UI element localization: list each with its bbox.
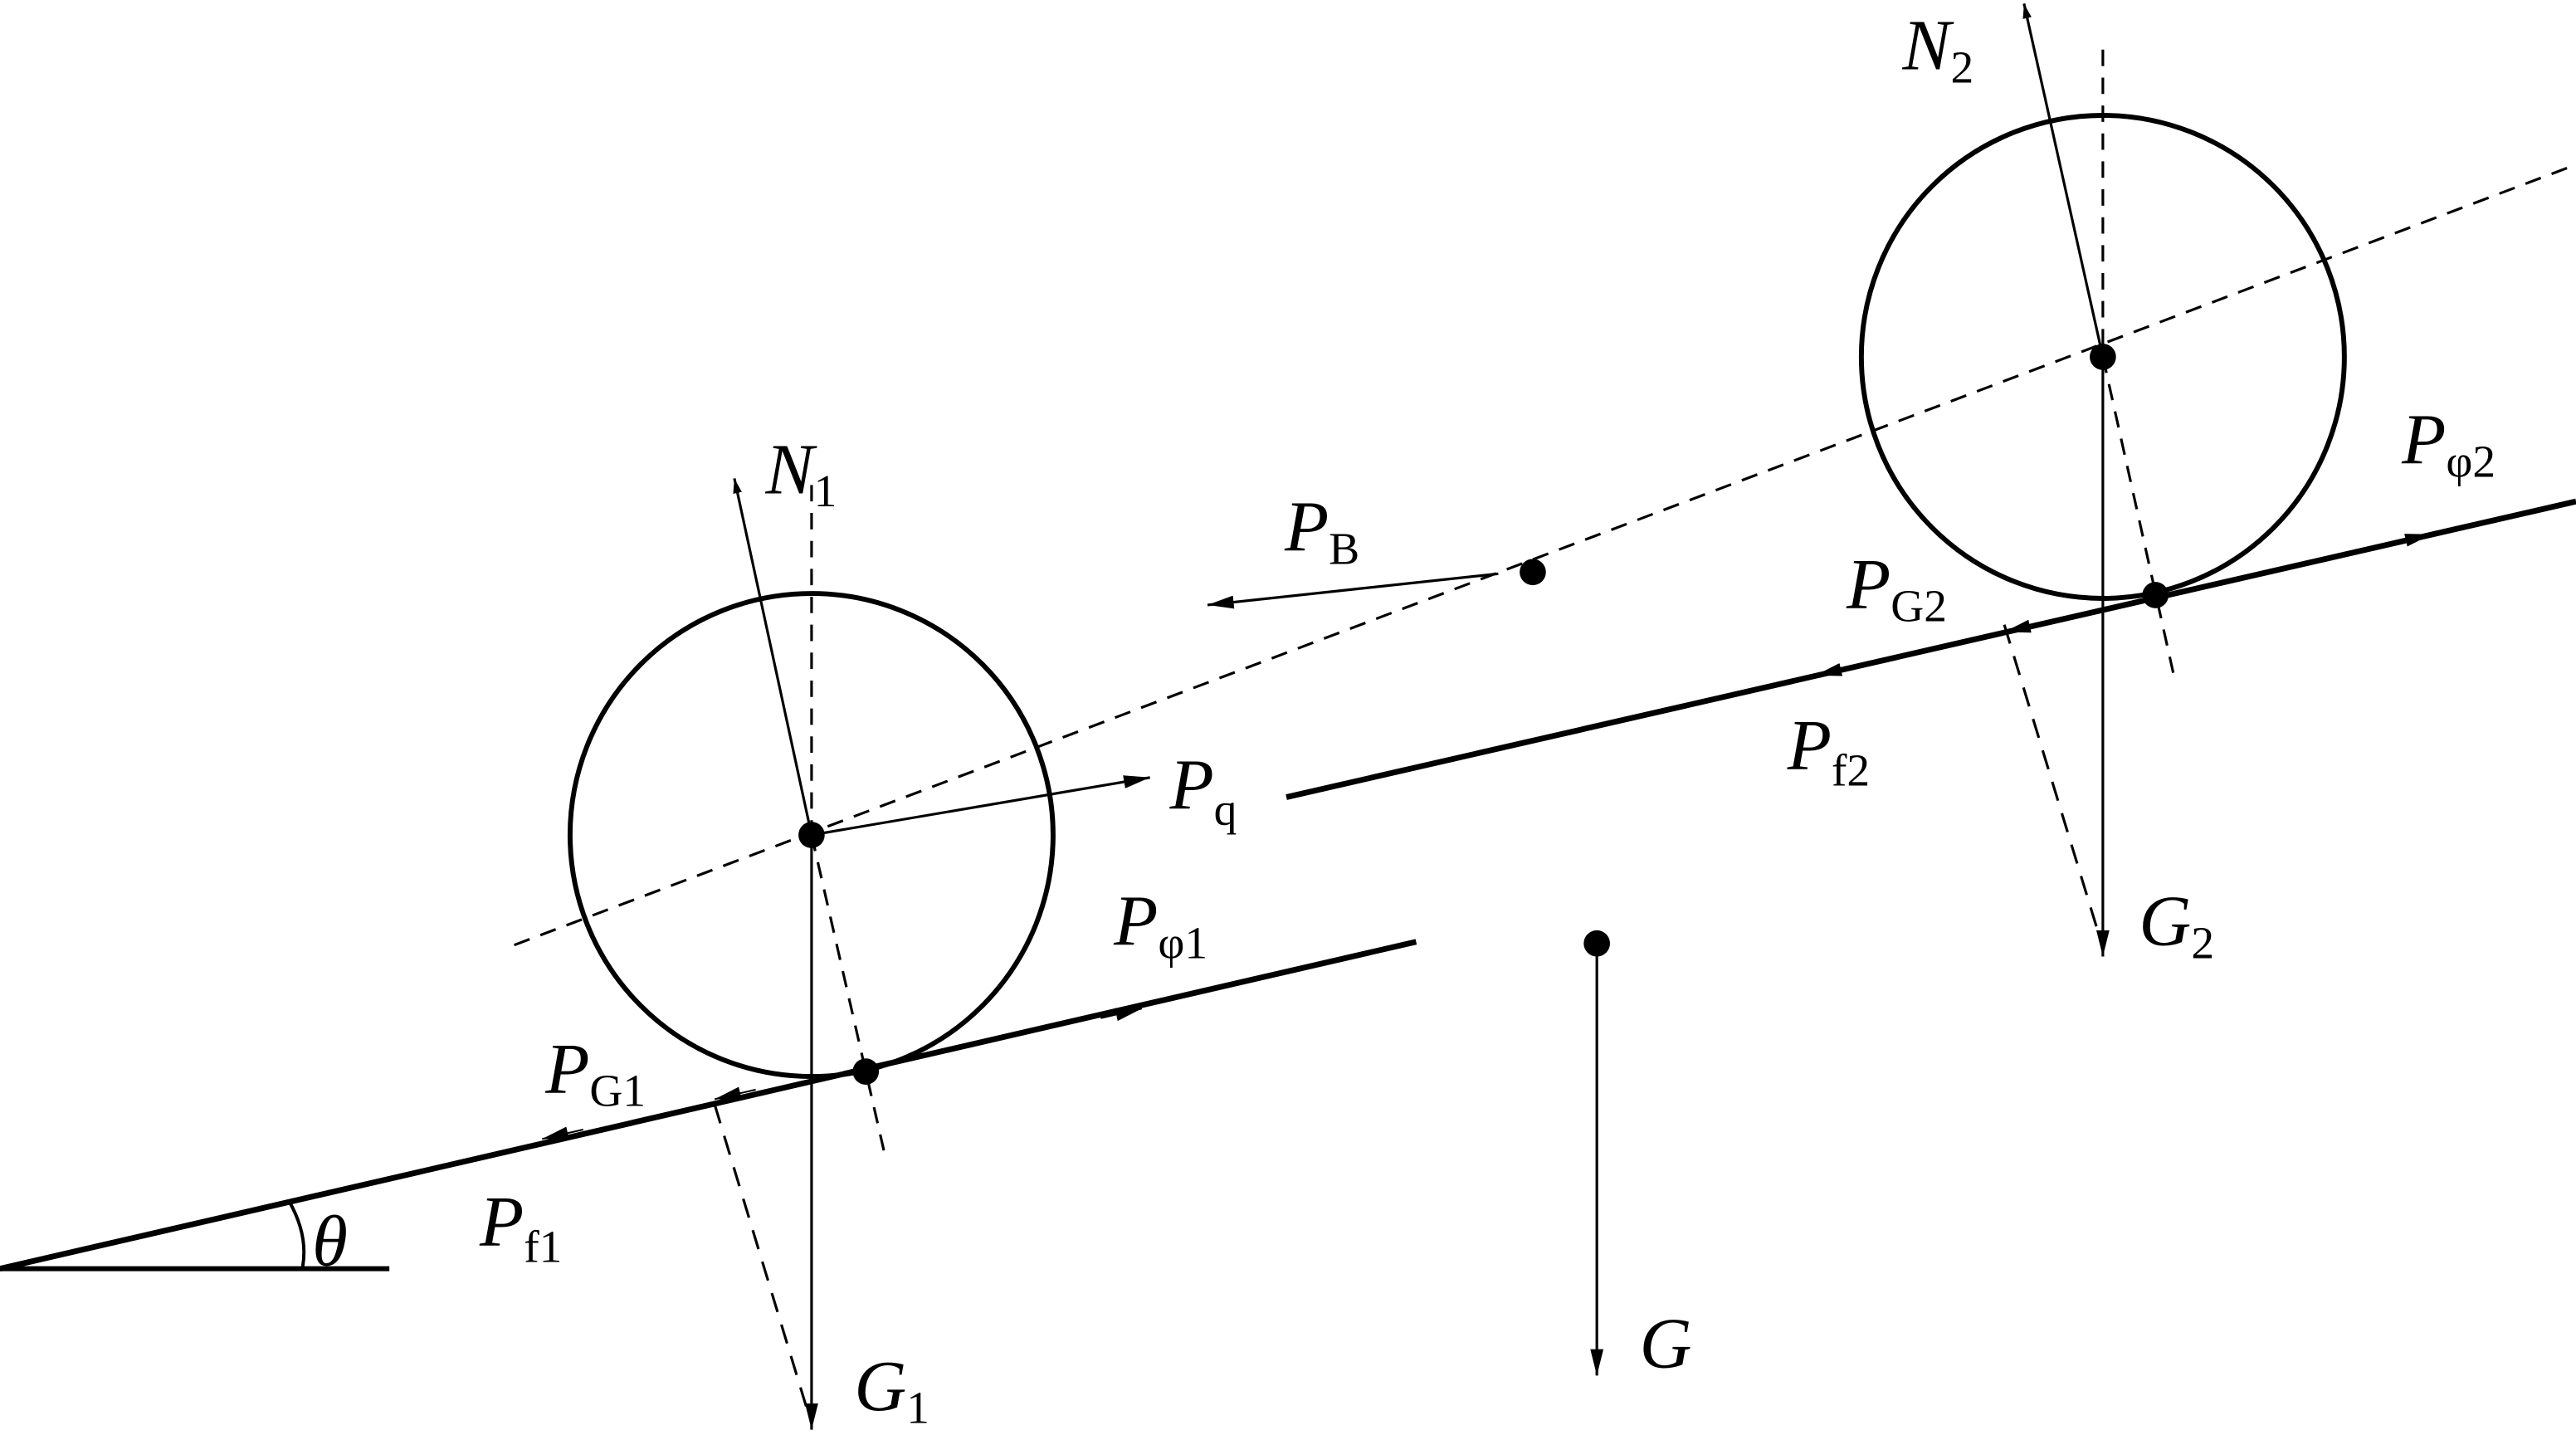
pb-point [1520, 559, 1546, 586]
p-phi1-arrow [1100, 1008, 1143, 1022]
label-n1: N1 [764, 428, 837, 516]
label-pb: PB [1284, 486, 1359, 574]
p-phi2-arrow [2390, 533, 2432, 547]
label-n2: N2 [1901, 5, 1973, 93]
wheel-1-normal-dashed [810, 834, 886, 1151]
label-g2: G2 [2139, 881, 2214, 969]
p-f2-arrow [1815, 663, 1857, 676]
wheel-2-center-point [2090, 344, 2116, 370]
p-g2-arrow [2003, 619, 2046, 633]
label-g1: G1 [854, 1345, 929, 1433]
theta-arc [287, 1200, 306, 1270]
label-p-phi2: Pφ2 [2401, 399, 2496, 487]
slope-line-lower [0, 939, 1417, 1272]
wheel-1-center-point [798, 822, 825, 848]
label-theta: θ [312, 1201, 348, 1281]
label-g: G [1640, 1302, 1692, 1383]
p-g1-arrow [714, 1086, 756, 1101]
label-pq: Pq [1168, 744, 1237, 835]
axle-centerline [514, 163, 2576, 947]
label-p-g1: PG1 [544, 1028, 646, 1116]
p-f1-arrow [542, 1126, 583, 1140]
wheel-2-contact-point [2142, 582, 2169, 608]
g-point [1583, 930, 1610, 957]
label-p-g2: PG2 [1846, 544, 1947, 632]
n2-arrow [2022, 3, 2105, 358]
label-p-f2: Pf2 [1787, 705, 1870, 796]
label-p-phi1: Pφ1 [1113, 881, 1208, 969]
wheel-1-component-dashed [713, 1104, 810, 1414]
n1-arrow [733, 478, 813, 836]
wheel-2-component-dashed [2003, 624, 2101, 938]
pq-arrow [811, 775, 1150, 837]
slope-line-upper [1286, 498, 2576, 800]
wheel-2-normal-dashed [2101, 356, 2175, 675]
label-p-f1: Pf1 [479, 1181, 562, 1272]
pb-arrow [1207, 572, 1499, 609]
wheel-1-contact-point [852, 1058, 880, 1085]
